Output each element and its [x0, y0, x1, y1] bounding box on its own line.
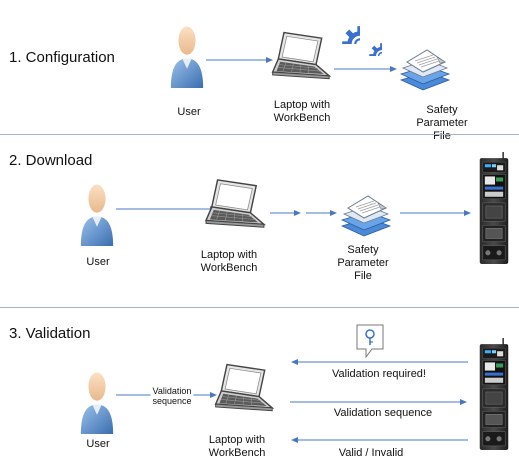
divider	[0, 307, 519, 308]
arrow-laptop-to-drive	[290, 399, 467, 405]
user-icon	[78, 370, 116, 434]
message-validation-required: Validation required!	[332, 368, 426, 380]
file-label: Safety Parameter File	[337, 244, 389, 282]
arrow-drive-to-laptop	[291, 359, 468, 365]
laptop-label: Laptop with WorkBench	[273, 99, 331, 124]
document-stack-icon	[397, 46, 453, 96]
file-label: Safety Parameter File	[416, 104, 468, 142]
user-icon	[168, 24, 206, 88]
document-stack-icon	[338, 192, 394, 242]
arrow-file-to-drive	[400, 210, 471, 216]
laptop-icon	[200, 178, 268, 234]
arrow-laptop-to-file	[334, 66, 397, 72]
arrow-user-to-laptop	[116, 206, 217, 212]
section-heading: 1. Configuration	[9, 49, 115, 66]
arrow-user-to-laptop	[206, 57, 273, 63]
laptop-label: Laptop with WorkBench	[208, 434, 266, 459]
laptop-label: Laptop with WorkBench	[200, 249, 258, 274]
servo-drive-icon	[476, 152, 512, 266]
message-valid-invalid: Valid / Invalid	[338, 447, 404, 459]
user-label: User	[86, 256, 110, 268]
gear-small-icon	[352, 26, 382, 56]
user-icon	[78, 182, 116, 246]
section-heading: 2. Download	[9, 152, 93, 169]
arrow-drive-to-laptop-result	[291, 437, 468, 443]
user-label: User	[177, 106, 201, 118]
message-validation-sequence: Validation sequence	[333, 407, 433, 419]
section-heading: 3. Validation	[9, 325, 91, 342]
speech-bubble-icon	[356, 324, 384, 359]
laptop-icon	[210, 362, 276, 418]
arrow-laptop-to-file-a	[270, 210, 301, 216]
divider	[0, 134, 519, 135]
servo-drive-icon	[476, 338, 512, 452]
user-label: User	[86, 438, 110, 450]
validation-sequence-label: Validation sequence	[150, 386, 194, 406]
arrow-laptop-to-file-b	[306, 210, 337, 216]
